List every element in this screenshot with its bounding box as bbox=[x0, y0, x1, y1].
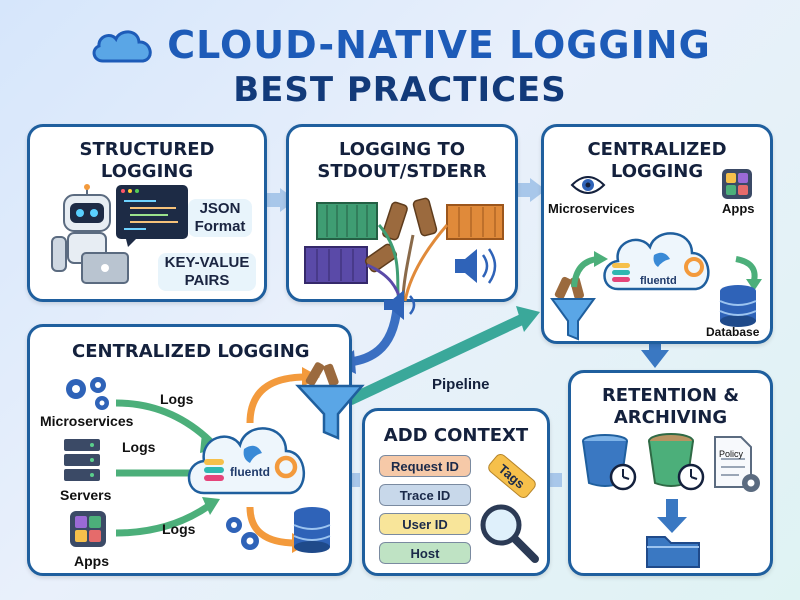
grafana-logo-icon bbox=[684, 257, 704, 277]
card-add-context: ADD CONTEXT Request ID Trace ID User ID … bbox=[362, 408, 550, 576]
servers-icon bbox=[64, 439, 100, 481]
gears-icon bbox=[226, 517, 259, 550]
database-icon bbox=[293, 507, 331, 553]
card-title-line1: LOGGING TO bbox=[338, 139, 466, 160]
microservices-label: Microservices bbox=[40, 413, 134, 429]
card-title-line2: LOGGING bbox=[100, 161, 194, 182]
cloud-icon bbox=[92, 30, 152, 63]
speaker-output-icon bbox=[384, 290, 416, 320]
kv-label-line1: KEY-VALUE bbox=[164, 254, 250, 271]
key-value-label: KEY-VALUE PAIRS bbox=[158, 253, 256, 291]
magnifier-icon bbox=[480, 504, 539, 563]
gears-icon bbox=[66, 377, 109, 410]
fluentd-bird-icon bbox=[243, 445, 262, 463]
code-window-icon bbox=[116, 185, 188, 247]
logs-label-1: Logs bbox=[160, 391, 194, 407]
fluentd-cloud-icon bbox=[187, 427, 305, 495]
down-arrow-icon bbox=[657, 499, 687, 533]
funnel-icon bbox=[295, 362, 365, 440]
fluentd-label: fluentd bbox=[640, 275, 677, 287]
card-title: ADD CONTEXT bbox=[383, 425, 529, 446]
header: CLOUD-NATIVE LOGGING bbox=[0, 20, 800, 70]
host-pill: Host bbox=[379, 542, 471, 564]
page-subtitle-wrap: BEST PRACTICES bbox=[0, 70, 800, 114]
page-title: CLOUD-NATIVE LOGGING bbox=[167, 23, 711, 67]
database-label: Database bbox=[706, 325, 760, 339]
container-purple-icon bbox=[304, 246, 368, 284]
json-format-label: JSON Format bbox=[188, 199, 252, 237]
apps-grid-icon bbox=[722, 169, 752, 199]
apps-label: Apps bbox=[74, 553, 109, 569]
json-label-line2: Format bbox=[194, 218, 246, 235]
request-id-pill: Request ID bbox=[379, 455, 471, 477]
fluentd-cloud-icon bbox=[603, 232, 710, 291]
pipeline-label: Pipeline bbox=[432, 376, 490, 393]
json-label-line1: JSON bbox=[199, 200, 241, 217]
container-orange-icon bbox=[446, 204, 504, 240]
card-title-line2: ARCHIVING bbox=[613, 407, 728, 428]
eye-icon bbox=[570, 176, 606, 194]
apps-grid-icon bbox=[70, 511, 106, 547]
container-green-icon bbox=[316, 202, 378, 240]
fluentd-bird-icon bbox=[653, 252, 670, 267]
card-title-line2: STDOUT/STDERR bbox=[317, 161, 487, 182]
bucket-green-icon bbox=[648, 433, 705, 491]
log-wood-icon bbox=[364, 197, 438, 273]
microservices-label: Microservices bbox=[548, 201, 635, 216]
logs-label-2: Logs bbox=[122, 439, 156, 455]
speaker-icon bbox=[455, 248, 497, 284]
card-stdout-stderr: LOGGING TO STDOUT/STDERR bbox=[286, 124, 518, 302]
page-subtitle: BEST PRACTICES bbox=[233, 70, 567, 110]
containers-icon bbox=[304, 197, 504, 302]
curved-arrows-icon bbox=[571, 251, 762, 291]
card-title-line1: STRUCTURED bbox=[79, 139, 215, 160]
user-id-pill: User ID bbox=[379, 513, 471, 535]
elastic-logo-icon bbox=[204, 459, 224, 481]
tags-label: Tags bbox=[485, 451, 539, 501]
trace-id-pill: Trace ID bbox=[379, 484, 471, 506]
bucket-blue-icon bbox=[582, 434, 637, 491]
grafana-logo-icon bbox=[274, 455, 298, 479]
apps-label: Apps bbox=[722, 201, 755, 216]
servers-label: Servers bbox=[60, 487, 112, 503]
elastic-logo-icon bbox=[612, 263, 630, 282]
card-title-line1: RETENTION & bbox=[601, 385, 740, 406]
logs-label-3: Logs bbox=[162, 521, 196, 537]
database-icon bbox=[719, 285, 757, 327]
policy-label: Policy bbox=[719, 449, 744, 459]
policy-document-icon bbox=[714, 436, 760, 492]
kv-label-line2: PAIRS bbox=[184, 272, 230, 289]
card-title-line2: LOGGING bbox=[610, 161, 704, 182]
card-centralized-top: CENTRALIZED LOGGING Microservices Apps f… bbox=[541, 124, 773, 344]
robot-icon bbox=[51, 184, 129, 284]
card-title: CENTRALIZED LOGGING bbox=[72, 341, 310, 362]
card-retention: RETENTION & ARCHIVING Policy bbox=[568, 370, 773, 576]
fluentd-label: fluentd bbox=[230, 465, 270, 479]
card-title-line1: CENTRALIZED bbox=[587, 139, 727, 160]
card-centralized-main: CENTRALIZED LOGGING Microservices Server… bbox=[27, 324, 352, 576]
folder-icon bbox=[646, 536, 700, 568]
card-structured-logging: STRUCTURED LOGGING JSON Format KEY-VALUE… bbox=[27, 124, 267, 302]
